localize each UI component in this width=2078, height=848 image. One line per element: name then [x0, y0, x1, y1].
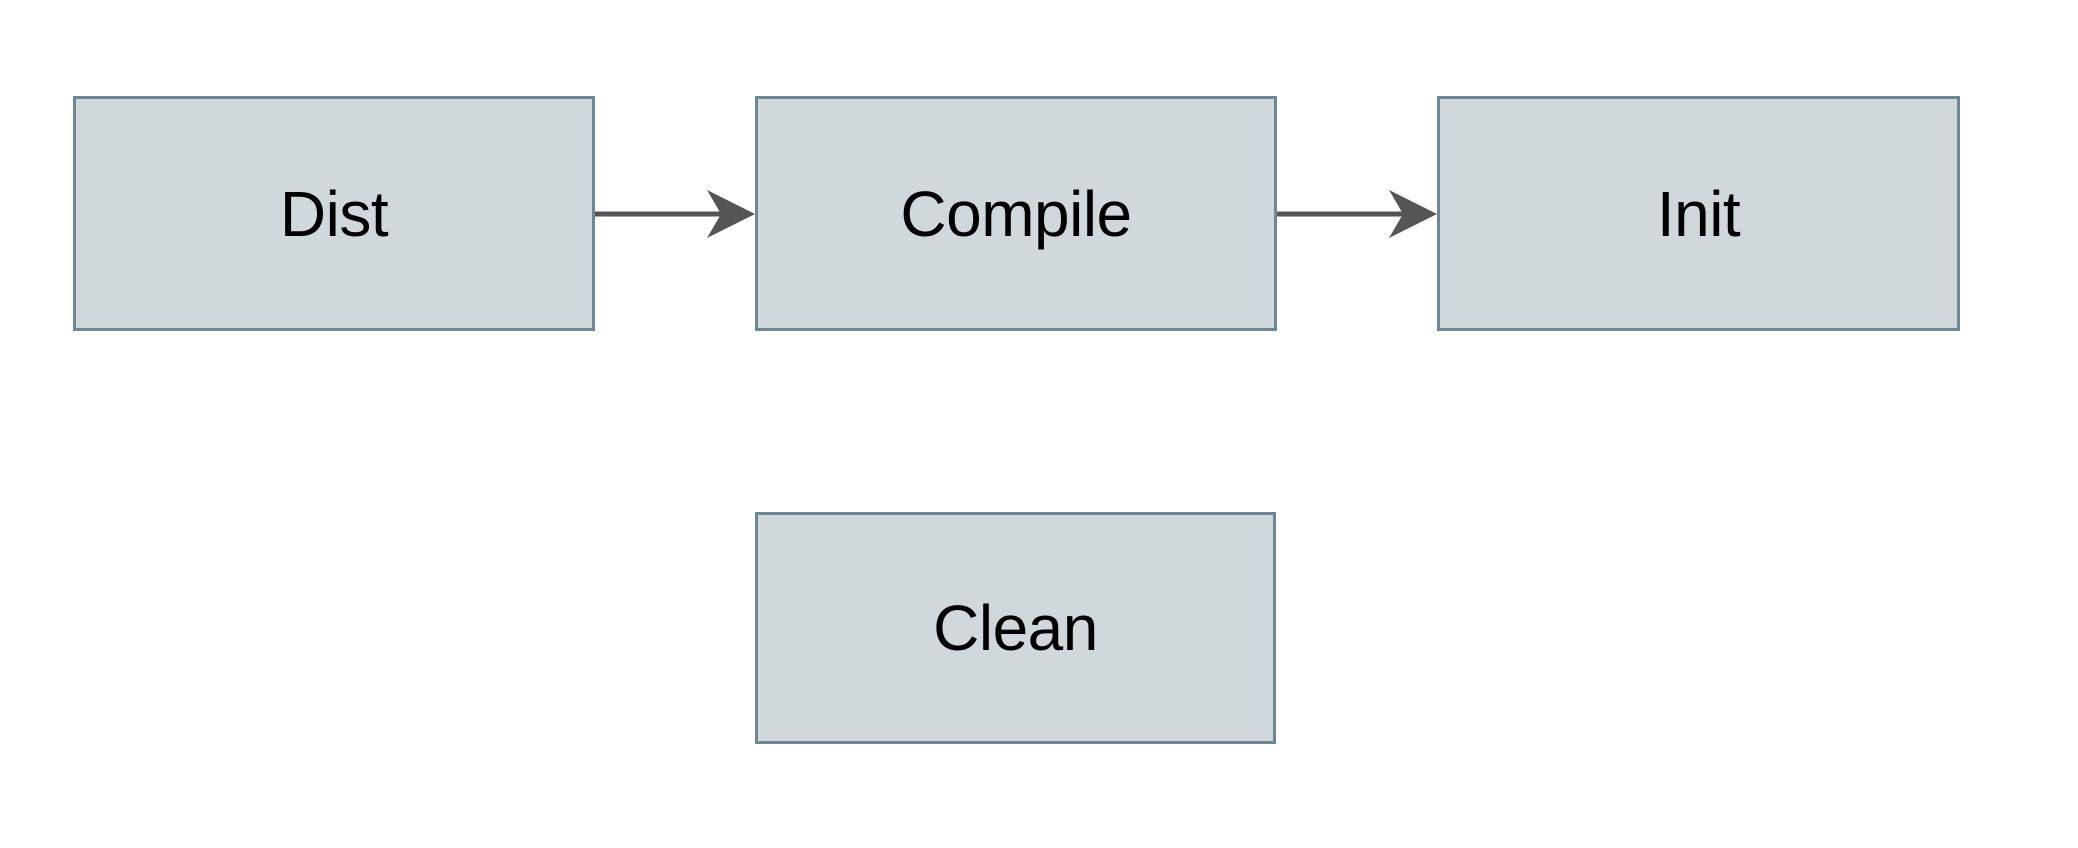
node-compile[interactable]: Compile	[755, 96, 1277, 331]
arrow-icon	[595, 190, 755, 238]
arrow-icon	[1277, 190, 1437, 238]
node-clean[interactable]: Clean	[755, 512, 1276, 744]
node-compile-label: Compile	[900, 177, 1132, 250]
edge-dist-to-compile[interactable]	[565, 184, 785, 244]
node-clean-label: Clean	[933, 592, 1098, 664]
node-dist-label: Dist	[279, 177, 389, 250]
node-dist[interactable]: Dist	[73, 96, 595, 331]
edge-compile-to-init[interactable]	[1247, 184, 1467, 244]
node-init[interactable]: Init	[1437, 96, 1960, 331]
node-init-label: Init	[1656, 177, 1741, 250]
